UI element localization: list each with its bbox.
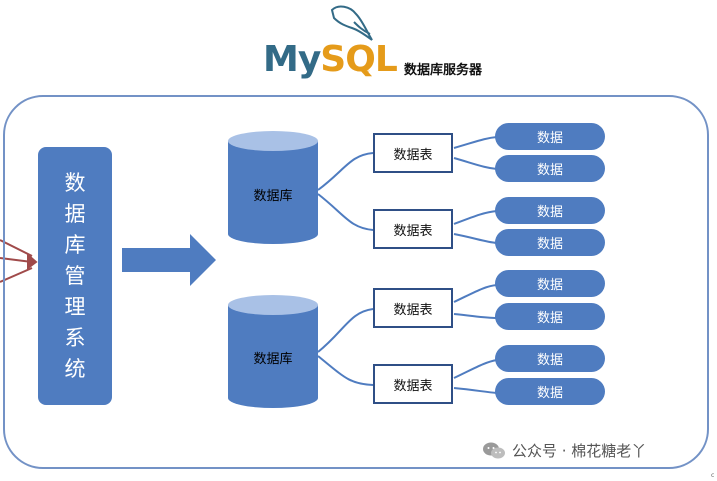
data-pill: 数据 (495, 123, 605, 150)
dbms-char: 系 (64, 325, 86, 350)
data-pill: 数据 (495, 229, 605, 256)
database-label: 数据库 (253, 188, 292, 204)
flow-arrow-icon (122, 234, 216, 286)
table-box: 数据表 (373, 288, 453, 328)
dbms-char: 数 (64, 170, 86, 195)
dbms-char: 管 (64, 263, 86, 288)
data-pill: 数据 (495, 378, 605, 405)
database-label: 数据库 (253, 351, 292, 367)
data-pill: 数据 (495, 197, 605, 224)
data-pill: 数据 (495, 155, 605, 182)
data-pill: 数据 (495, 345, 605, 372)
logo-my: My (263, 39, 321, 80)
data-pill: 数据 (495, 303, 605, 330)
table-box: 数据表 (373, 364, 453, 404)
logo-sql: SQL (320, 39, 397, 80)
wechat-icon (483, 442, 505, 458)
logo-trademark: ® (364, 68, 370, 75)
incoming-arrows (0, 239, 38, 283)
mysql-logo: MySQL (263, 39, 398, 80)
dbms-char: 统 (64, 356, 86, 381)
dbms-char: 理 (64, 294, 86, 319)
database-cylinder (228, 295, 318, 408)
dolphin-icon (330, 5, 373, 41)
server-boundary (3, 95, 709, 469)
corner-mark: c (711, 472, 715, 479)
watermark-text: 公众号 · 棉花糖老丫 (512, 442, 647, 460)
dbms-char: 库 (64, 232, 86, 257)
data-pill: 数据 (495, 270, 605, 297)
connector-lines (317, 136, 498, 394)
server-title: 数据库服务器 (404, 63, 483, 78)
table-box: 数据表 (373, 133, 453, 173)
database-cylinder (228, 131, 318, 244)
watermark: 公众号 · 棉花糖老丫 (482, 440, 646, 461)
dbms-char: 据 (64, 201, 86, 226)
table-box: 数据表 (373, 209, 453, 249)
dbms-box: 数 据 库 管 理 系 统 (38, 147, 112, 405)
